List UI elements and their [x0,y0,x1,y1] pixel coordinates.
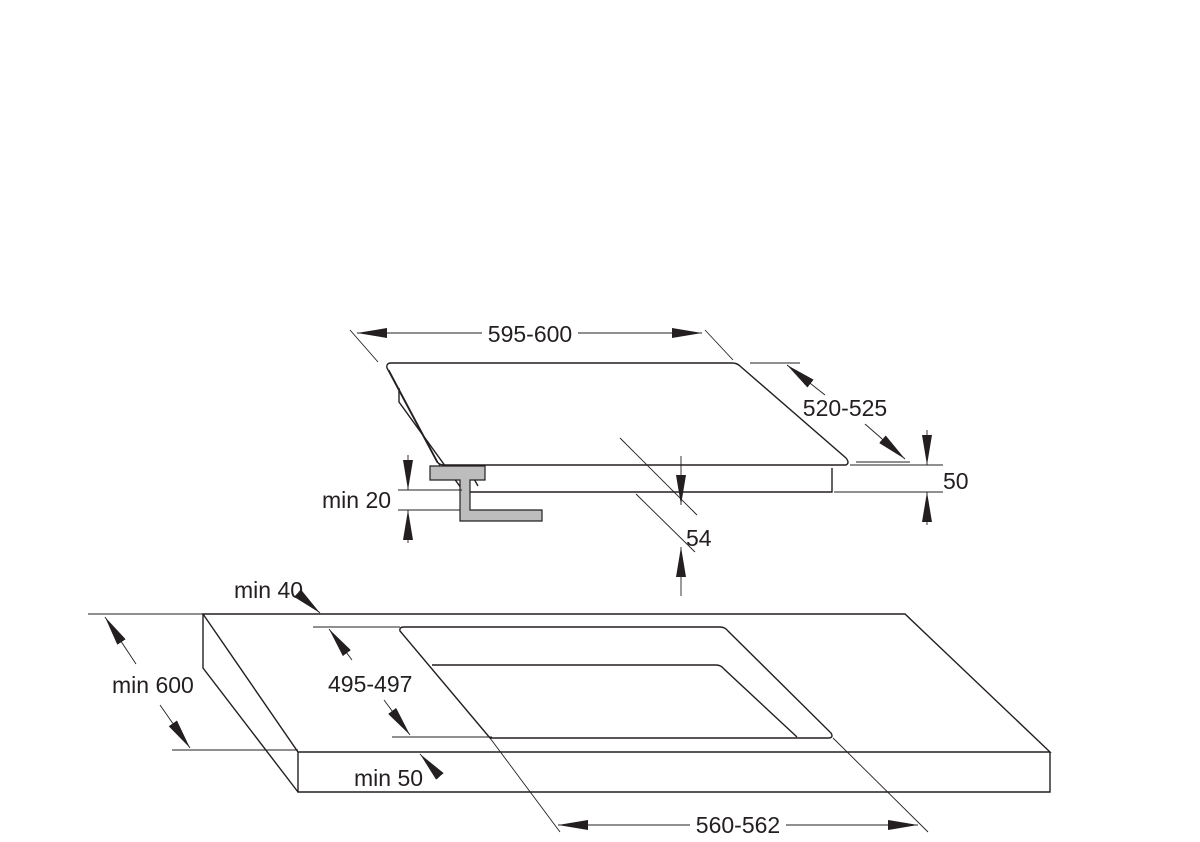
dim-edge-back: min 40 [234,577,321,614]
worktop-side [202,614,299,793]
dim-cutout-depth: 495-497 [313,626,492,738]
label-edge-front: min 50 [354,765,423,791]
label-hob-depth: 520-525 [803,395,887,421]
dim-hob-depth: 520-525 [750,362,910,463]
label-worktop-thickness: min 20 [322,487,391,513]
worktop-front [297,752,1051,793]
dim-hob-width: 595-600 [349,321,734,363]
label-cutout-width: 560-562 [696,812,780,838]
label-worktop-depth: min 600 [112,672,194,698]
label-clearance: 54 [686,525,712,551]
dim-worktop-thickness: min 20 [322,455,462,543]
dim-clearance: 54 [619,437,712,596]
label-hob-width: 595-600 [488,321,572,347]
cutout [399,626,833,739]
cutout-inner-edge [432,664,798,738]
label-hob-height: 50 [943,468,969,494]
dim-cutout-width: 560-562 [489,737,929,838]
label-edge-back: min 40 [234,577,303,603]
dim-hob-height: 50 [834,430,969,525]
dim-worktop-depth: min 600 [88,613,298,751]
dim-edge-front: min 50 [354,753,444,791]
hob-glass-top [386,362,849,466]
label-cutout-depth: 495-497 [328,671,412,697]
worktop [201,613,1052,793]
hob-glass-edge [388,369,442,469]
mounting-bracket [429,465,543,522]
